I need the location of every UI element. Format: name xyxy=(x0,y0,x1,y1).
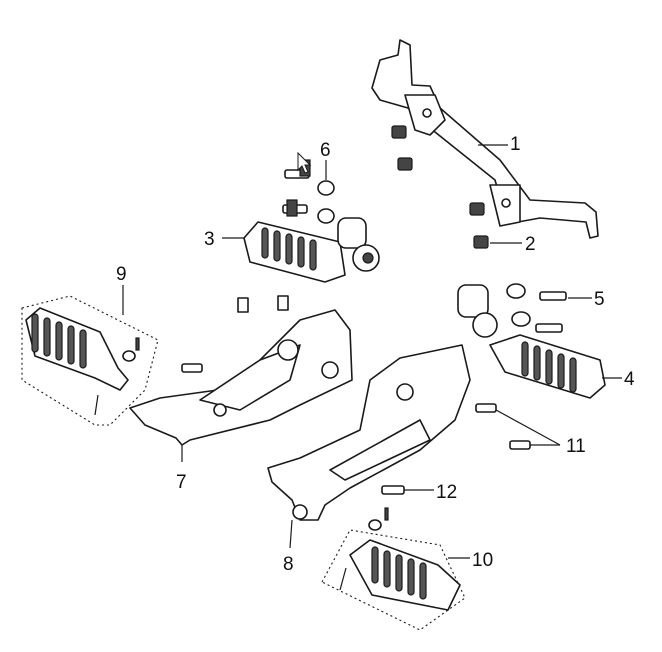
callout-12: 12 xyxy=(436,482,457,503)
part-5-bolts-washers xyxy=(506,283,567,333)
part-4-right-footpeg xyxy=(457,284,606,399)
callout-8: 8 xyxy=(283,554,294,575)
mouse-pointer-icon xyxy=(297,151,312,174)
leader-lines xyxy=(122,144,622,559)
part-8-right-bracket xyxy=(267,344,471,521)
callout-3: 3 xyxy=(204,229,215,250)
callout-6: 6 xyxy=(320,140,331,161)
part-3-left-footpeg xyxy=(243,217,380,283)
callout-2: 2 xyxy=(525,234,536,255)
callout-10: 10 xyxy=(472,550,493,571)
callout-7: 7 xyxy=(176,472,187,493)
callout-5: 5 xyxy=(594,289,605,310)
part-9-peg-assembly xyxy=(21,295,159,426)
part-7-left-bracket xyxy=(129,295,353,446)
callout-4: 4 xyxy=(624,369,635,390)
part-11-bolts xyxy=(475,403,531,450)
part-6-bolts-washers xyxy=(282,159,335,224)
callout-11: 11 xyxy=(566,436,586,457)
part-10-peg-assembly xyxy=(321,507,466,631)
part-12-bolt xyxy=(381,485,405,495)
callout-9: 9 xyxy=(116,264,127,285)
part-1-bracket xyxy=(371,39,599,239)
callout-1: 1 xyxy=(510,134,521,155)
part-2-bolts xyxy=(391,125,489,249)
